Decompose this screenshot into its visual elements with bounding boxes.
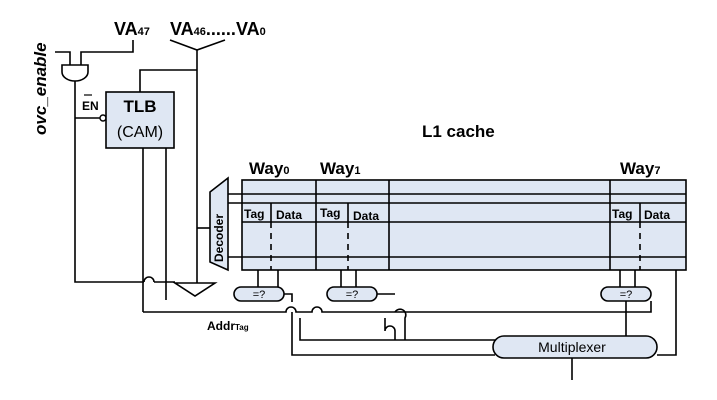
way-to-comparator-wires [257,270,677,356]
way1-tag-label: Tag [320,206,340,220]
multiplexer-label: Multiplexer [538,339,606,355]
decoder-block [209,176,229,272]
tlb-subtitle: (CAM) [117,124,163,141]
way7-data-label: Data [644,208,670,222]
buffer-triangle [172,282,218,297]
comparator-7: =? [600,286,652,302]
ovc-enable-label: ovc_enable [31,42,50,135]
and-to-merge-wire [74,98,144,283]
way1-label: Way1 [320,159,360,178]
way0-label: Way0 [249,159,289,178]
en-inversion-bubble [99,114,107,122]
tlb-title: TLB [123,97,156,116]
way7-label: Way7 [620,159,660,178]
va-range-label: VA46......VA0 [170,19,266,39]
way7-tag-label: Tag [612,207,632,221]
way1-data-label: Data [353,209,379,223]
addr-tag-label: AddrTag [207,319,249,333]
tlb-block [105,91,175,149]
top-wires [55,39,226,283]
svg-text:=?: =? [346,289,359,301]
va47-label: VA47 [114,19,150,39]
comparator-0: =? [233,286,285,302]
svg-text:=?: =? [620,289,633,301]
way-separators [315,180,611,270]
en-label: EN [82,99,99,113]
comparator-1: =? [326,286,378,302]
and-gate [61,64,89,82]
decoder-label: Decoder [212,214,226,262]
tag-bus [143,293,652,313]
multiplexer-block [492,335,658,359]
cache-title: L1 cache [422,122,495,141]
way0-tag-label: Tag [244,207,264,221]
way0-data-label: Data [276,208,302,222]
svg-text:=?: =? [253,289,266,301]
